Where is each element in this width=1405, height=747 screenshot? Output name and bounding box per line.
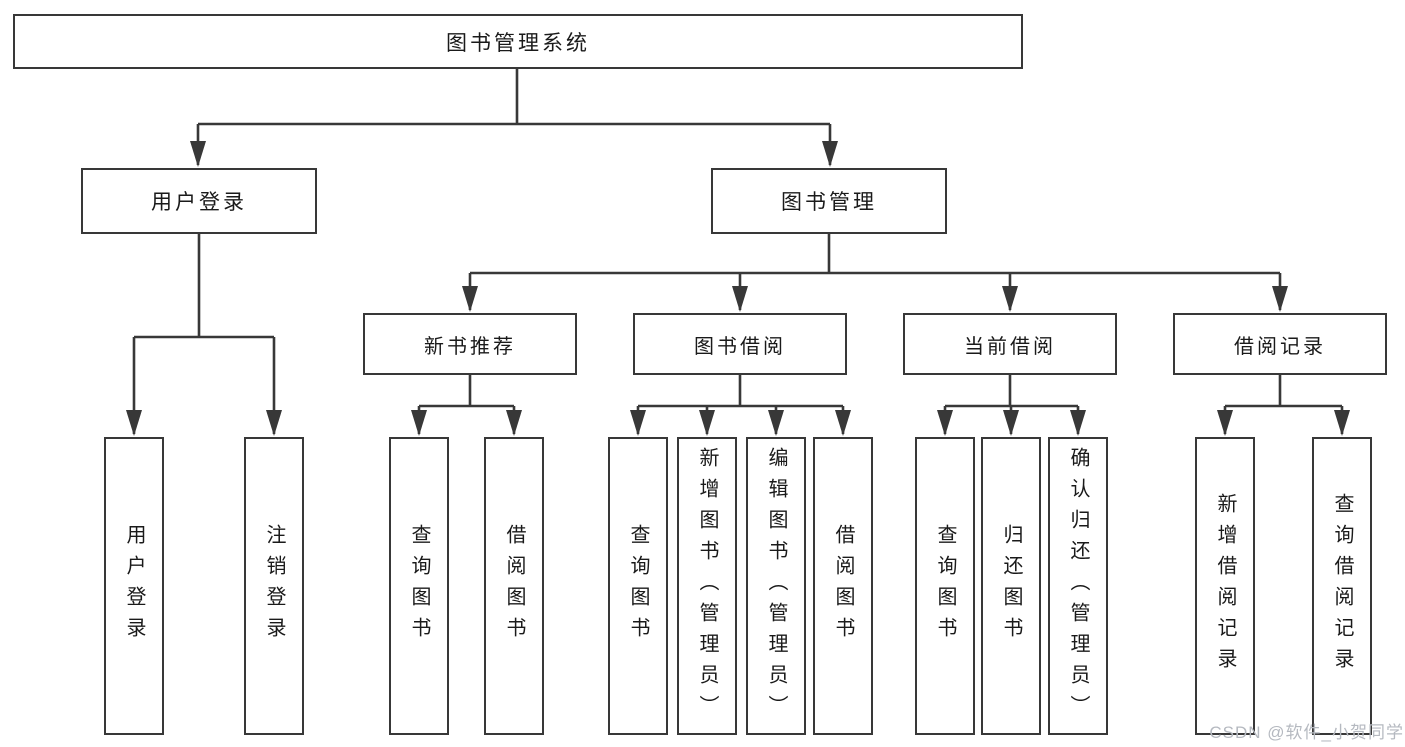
leaf-label: 新增借阅记录 bbox=[1214, 493, 1236, 679]
leaf-label: 查询借阅记录 bbox=[1331, 493, 1353, 679]
leaf-label: 编辑图书（管理员） bbox=[765, 446, 787, 726]
leaf-nb-borrow-books: 借阅图书 bbox=[484, 437, 544, 735]
node-current-borrow: 当前借阅 bbox=[903, 313, 1117, 375]
node-book-management: 图书管理 bbox=[711, 168, 947, 234]
node-user-login: 用户登录 bbox=[81, 168, 317, 234]
leaf-label: 查询图书 bbox=[934, 524, 956, 648]
leaf-label: 借阅图书 bbox=[832, 524, 854, 648]
leaf-nb-query-books: 查询图书 bbox=[389, 437, 449, 735]
leaf-bb-add-books-admin: 新增图书（管理员） bbox=[677, 437, 737, 735]
leaf-bb-borrow-books: 借阅图书 bbox=[813, 437, 873, 735]
leaf-logout: 注销登录 bbox=[244, 437, 304, 735]
leaf-label: 归还图书 bbox=[1000, 524, 1022, 648]
leaf-label: 确认归还（管理员） bbox=[1067, 446, 1089, 726]
leaf-label: 用户登录 bbox=[123, 524, 145, 648]
leaf-cb-confirm-return-admin: 确认归还（管理员） bbox=[1048, 437, 1108, 735]
leaf-br-query-record: 查询借阅记录 bbox=[1312, 437, 1372, 735]
leaf-bb-query-books: 查询图书 bbox=[608, 437, 668, 735]
leaf-user-login: 用户登录 bbox=[104, 437, 164, 735]
leaf-cb-return-books: 归还图书 bbox=[981, 437, 1041, 735]
leaf-label: 借阅图书 bbox=[503, 524, 525, 648]
node-borrow-records: 借阅记录 bbox=[1173, 313, 1387, 375]
leaf-label: 新增图书（管理员） bbox=[696, 446, 718, 726]
leaf-cb-query-books: 查询图书 bbox=[915, 437, 975, 735]
leaf-label: 注销登录 bbox=[263, 524, 285, 648]
watermark: CSDN @软件_小贺同学 bbox=[1209, 723, 1404, 742]
leaf-label: 查询图书 bbox=[627, 524, 649, 648]
node-new-book-recommend: 新书推荐 bbox=[363, 313, 577, 375]
leaf-br-add-record: 新增借阅记录 bbox=[1195, 437, 1255, 735]
leaf-label: 查询图书 bbox=[408, 524, 430, 648]
node-book-borrow: 图书借阅 bbox=[633, 313, 847, 375]
node-root: 图书管理系统 bbox=[13, 14, 1023, 69]
leaf-bb-edit-books-admin: 编辑图书（管理员） bbox=[746, 437, 806, 735]
